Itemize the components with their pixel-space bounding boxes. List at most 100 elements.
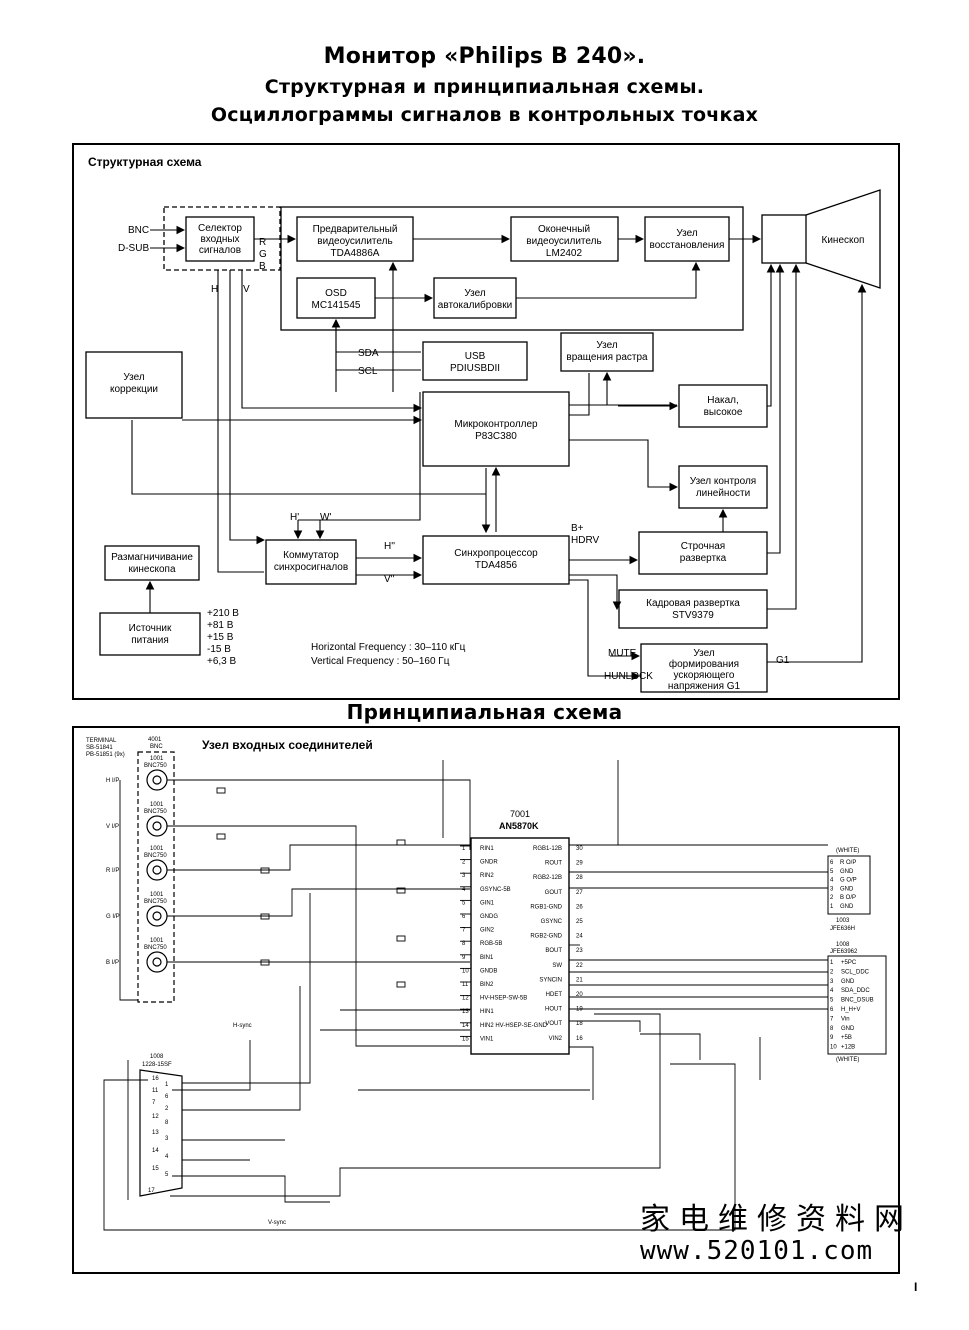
ic-pin-number: 14 [462, 1023, 469, 1029]
degauss-box [104, 545, 200, 581]
conn-1003-label: GND [840, 904, 854, 910]
conn-1003-pin: 4 [830, 878, 834, 884]
ic-pin-left: HV-HSEP-SW-5B [480, 996, 527, 1002]
conn-1008-label: +12B [841, 1045, 855, 1051]
conn-1008-label: GND [841, 979, 855, 985]
svg-text:BNC: BNC [128, 225, 149, 236]
schematic-title: Принципиальная схема [346, 700, 623, 724]
block-diagram-frame [72, 143, 900, 700]
svg-text:развертка: развертка [680, 553, 727, 564]
svg-text:Узел: Узел [676, 228, 697, 239]
watermark-url: www.520101.com [640, 1236, 874, 1266]
g1-box [640, 643, 768, 693]
svg-text:1001: 1001 [150, 846, 164, 852]
svg-text:(WHITE): (WHITE) [836, 848, 859, 854]
svg-text:R: R [259, 237, 266, 248]
ic-pin-number: 1 [462, 846, 466, 852]
conn-1008-label: GND [841, 1026, 855, 1032]
conn-1008-pin: 8 [830, 1026, 834, 1032]
svg-text:входных: входных [200, 234, 239, 245]
svg-text:BNC750: BNC750 [144, 809, 167, 815]
restore-box [644, 216, 730, 262]
svg-text:Узел: Узел [693, 648, 714, 659]
ic-pin-right: GSYNC [541, 919, 563, 925]
conn-1008-label: +5PC [841, 960, 857, 966]
svg-text:V: V [243, 284, 250, 295]
svg-text:Оконечный: Оконечный [538, 224, 590, 235]
svg-text:+81 В: +81 В [207, 620, 234, 631]
svg-text:Микроконтроллер: Микроконтроллер [454, 419, 538, 430]
crt-funnel [805, 189, 881, 289]
svg-text:11: 11 [152, 1088, 159, 1094]
ic-pin-left: VIN1 [480, 1036, 494, 1042]
page-subtitle-2: Осциллограммы сигналов в контрольных точ… [210, 104, 759, 126]
svg-text:H': H' [290, 512, 299, 523]
component-glyph [260, 913, 270, 920]
svg-text:Источник: Источник [129, 623, 172, 634]
component-glyph [260, 959, 270, 966]
ic-pin-number: 12 [462, 996, 469, 1002]
svg-text:Размагничивание: Размагничивание [111, 552, 193, 563]
conn-1008-pin: 4 [830, 988, 834, 994]
ic-pin-number: 15 [462, 1036, 469, 1042]
svg-text:USB: USB [465, 351, 486, 362]
svg-text:B I/P: B I/P [106, 960, 119, 966]
svg-text:Кадровая развертка: Кадровая развертка [646, 598, 740, 609]
ic-pin-number: 30 [576, 846, 583, 852]
conn-1003-label: G O/P [840, 878, 857, 884]
conn-1008-pin: 9 [830, 1035, 834, 1041]
ic-pin-number: 20 [576, 992, 583, 998]
ic-pin-number: 28 [576, 875, 583, 881]
svg-text:HDRV: HDRV [571, 535, 599, 546]
svg-text:напряжения G1: напряжения G1 [668, 681, 741, 692]
conn-1008-label: H_H+V [841, 1007, 861, 1013]
svg-text:R I/P: R I/P [106, 868, 119, 874]
svg-text:-15 В: -15 В [207, 644, 231, 655]
svg-text:W': W' [320, 512, 331, 523]
svg-text:сигналов: сигналов [199, 245, 241, 256]
ic-pin-left: BIN1 [480, 955, 494, 961]
ic-pin-number: 11 [462, 982, 469, 988]
watermark-cn: 家电维修资料网 [640, 1202, 913, 1237]
svg-text:3: 3 [165, 1136, 169, 1142]
ic-pin-right: VIN2 [549, 1036, 563, 1042]
conn-1008-pin: 1 [830, 960, 834, 966]
ic-pin-number: 9 [462, 955, 466, 961]
conn-1003-pin: 5 [830, 869, 834, 875]
svg-text:кинескопа: кинескопа [128, 564, 176, 575]
svg-text:коррекции: коррекции [110, 384, 158, 395]
component-glyph [396, 935, 406, 942]
ic-pin-left: GIN2 [480, 928, 495, 934]
conn-1008-pin: 2 [830, 969, 834, 975]
svg-text:13: 13 [152, 1130, 159, 1136]
svg-text:G I/P: G I/P [106, 914, 120, 920]
svg-text:P83C380: P83C380 [475, 431, 517, 442]
svg-text:PDIUSBDII: PDIUSBDII [450, 363, 500, 374]
svg-text:SB-51841: SB-51841 [86, 745, 113, 751]
svg-text:TDA4856: TDA4856 [475, 560, 518, 571]
ic-pin-right: RGB1-12B [533, 846, 562, 852]
svg-text:16: 16 [152, 1076, 159, 1082]
ic-pin-number: 29 [576, 861, 583, 867]
ic-pin-number: 23 [576, 948, 583, 954]
svg-text:BNC750: BNC750 [144, 853, 167, 859]
ic-pin-left: BIN2 [480, 982, 494, 988]
conn-1003-label: R O/P [840, 860, 856, 866]
svg-text:синхросигналов: синхросигналов [274, 562, 348, 573]
ic-pin-number: 26 [576, 904, 583, 910]
svg-text:Накал,: Накал, [707, 395, 739, 406]
svg-text:вращения растра: вращения растра [566, 352, 648, 363]
ic-pin-number: 8 [462, 941, 466, 947]
ic-pin-left: GSYNC-5B [480, 887, 511, 893]
ic-pin-right: ROUT [545, 861, 562, 867]
svg-text:H'': H'' [384, 541, 395, 552]
svg-text:14: 14 [152, 1148, 159, 1154]
svg-text:автокалибровки: автокалибровки [438, 299, 512, 311]
svg-text:1001: 1001 [150, 756, 164, 762]
svg-text:(WHITE): (WHITE) [836, 1057, 859, 1063]
svg-text:B: B [259, 261, 266, 272]
svg-text:1008: 1008 [836, 942, 850, 948]
ic-pin-left: GNDB [480, 968, 497, 974]
svg-text:V'': V'' [384, 574, 395, 585]
